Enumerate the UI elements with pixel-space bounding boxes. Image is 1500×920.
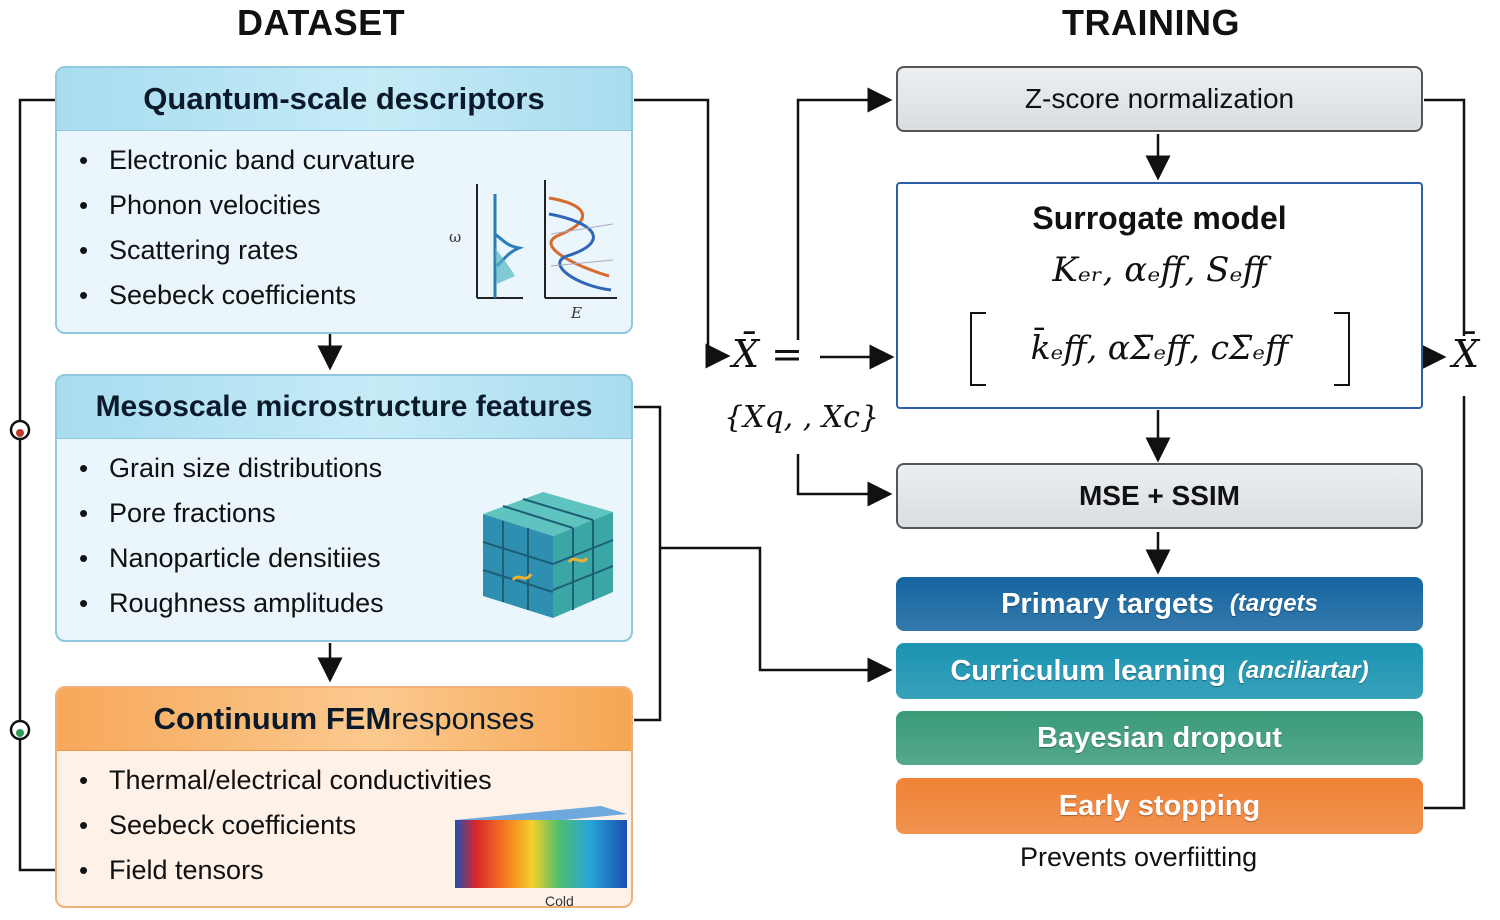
meso-panel-title: Mesoscale microstructure features	[57, 376, 631, 439]
band-structure-plot: ω E	[449, 180, 617, 322]
line-right-loop-bottom	[1424, 396, 1466, 810]
curriculum-learning-bar: Curriculum learning (anciliartar)	[896, 643, 1423, 699]
surrogate-model-box: Surrogate model Kₑᵣ, αₑff, Sₑff k̄ₑff, α…	[896, 182, 1423, 409]
bayesian-dropout-bar: Bayesian dropout	[896, 711, 1423, 765]
meso-panel: Mesoscale microstructure features Grain …	[55, 374, 633, 642]
line-quantum-to-input	[634, 98, 731, 369]
plot-side-label: ω	[449, 228, 461, 246]
left-feedback-line	[18, 98, 55, 872]
bracket-left	[970, 312, 986, 386]
list-item: Nanoparticle densitiies	[79, 536, 384, 581]
bar-label: Primary targets	[1001, 587, 1214, 620]
list-item: Roughness amplitudes	[79, 581, 384, 626]
list-item: Seebeck coefficients	[79, 273, 415, 318]
input-set: {Xq, , Xc}	[724, 400, 880, 435]
list-item: Field tensors	[79, 848, 492, 893]
microstructure-cube-image	[482, 492, 614, 618]
primary-targets-bar: Primary targets (targets	[896, 577, 1423, 631]
quantum-panel: Quantum-scale descriptors Electronic ban…	[55, 66, 633, 334]
list-item: Thermal/electrical conductivities	[79, 758, 492, 803]
model-params-line-1: Kₑᵣ, αₑff, Sₑff	[1052, 250, 1267, 290]
line-fem-bracket	[634, 405, 662, 722]
fem-panel-title: Continuum FEM responses	[57, 688, 631, 751]
loss-box: MSE + SSIM	[896, 463, 1423, 529]
plot-axis-label: E	[570, 304, 582, 322]
list-item: Grain size distributions	[79, 446, 384, 491]
output-expression: X̄	[1452, 332, 1480, 376]
dataset-heading: DATASET	[237, 2, 406, 43]
line-right-loop-top	[1424, 98, 1466, 336]
line-input-to-loss	[796, 454, 893, 507]
overfitting-caption: Prevents overfiitting	[1020, 842, 1258, 872]
model-title: Surrogate model	[1032, 200, 1287, 236]
meso-list: Grain size distributions Pore fractions …	[79, 446, 384, 626]
list-item: Phonon velocities	[79, 183, 415, 228]
fem-list: Thermal/electrical conductivities Seebec…	[79, 758, 492, 893]
list-item: Pore fractions	[79, 491, 384, 536]
list-item: Scattering rates	[79, 228, 415, 273]
quantum-panel-title: Quantum-scale descriptors	[57, 68, 631, 131]
input-expression: X̄ =	[732, 332, 803, 376]
bar-note: (targets	[1229, 590, 1318, 617]
line-meso-to-curriculum	[660, 546, 893, 683]
early-stopping-bar: Early stopping	[896, 778, 1423, 834]
list-item: Seebeck coefficients	[79, 803, 492, 848]
fem-bar-label: Cold	[545, 893, 574, 908]
bar-label: Curriculum learning	[950, 654, 1226, 687]
model-params-line-2: k̄ₑff, αΣ̄ₑff, cΣ̄ₑff	[1030, 328, 1289, 367]
bar-label: Bayesian dropout	[1037, 721, 1282, 754]
bracket-right	[1334, 312, 1350, 386]
fem-panel: Continuum FEM responses Thermal/electric…	[55, 686, 633, 908]
fem-field-bar-image: Cold	[455, 806, 627, 908]
quantum-list: Electronic band curvature Phonon velocit…	[79, 138, 415, 318]
zscore-box: Z-score normalization	[896, 66, 1423, 132]
fem-title-bold: Continuum FEM	[153, 701, 392, 736]
list-item: Electronic band curvature	[79, 138, 415, 183]
bar-note: (anciliartar)	[1237, 657, 1369, 684]
bar-label: Early stopping	[1058, 789, 1261, 822]
fem-title-rest: responses	[391, 701, 535, 736]
training-heading: TRAINING	[1062, 2, 1240, 43]
line-input-to-zscore	[796, 87, 893, 340]
